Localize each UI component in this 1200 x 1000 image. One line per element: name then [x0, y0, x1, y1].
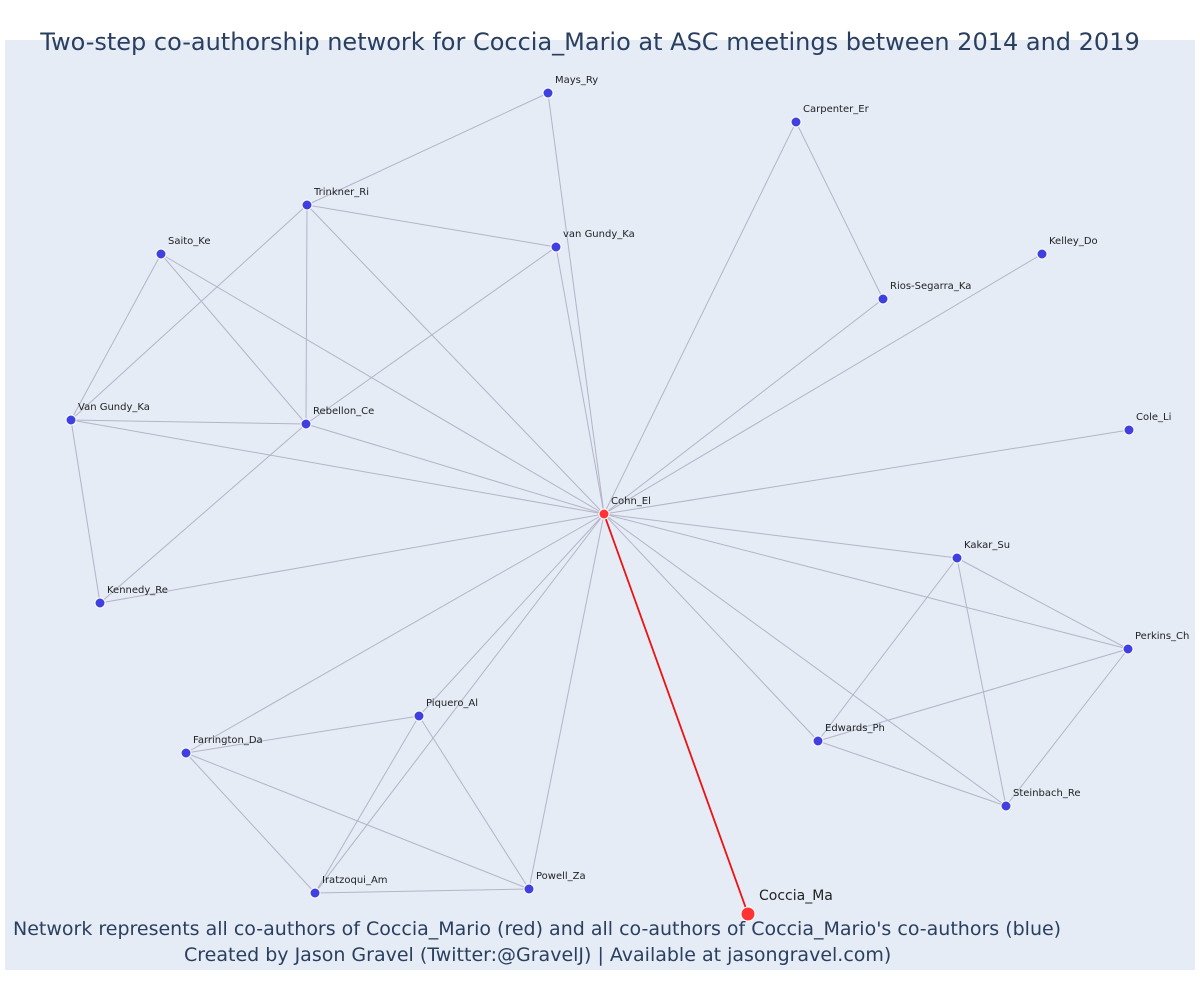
edge-trinkner-rebellon	[305, 204, 308, 425]
node-carpenter[interactable]	[790, 116, 802, 128]
node-label-perkins: Perkins_Ch	[1135, 631, 1189, 642]
node-piquero[interactable]	[413, 710, 425, 722]
edge-rebellon-kennedy	[99, 423, 307, 604]
node-label-cole: Cole_Li	[1136, 412, 1171, 423]
node-label-rios: Rios-Segarra_Ka	[890, 281, 971, 292]
node-kennedy[interactable]	[94, 597, 106, 609]
node-iratzoqui[interactable]	[309, 887, 321, 899]
edge-cohn-edwards	[603, 513, 819, 742]
node-label-mays: Mays_Ry	[555, 75, 598, 86]
node-vangundy_lower[interactable]	[550, 241, 562, 253]
edge-rebellon-vangundy_lower	[305, 246, 557, 425]
node-label-iratzoqui: Iratzoqui_Am	[322, 875, 388, 886]
node-label-coccia: Coccia_Ma	[759, 888, 833, 904]
nodes-layer	[65, 87, 1135, 922]
network-plot-area	[5, 40, 1195, 970]
node-label-kakar: Kakar_Su	[964, 540, 1010, 551]
edge-saito-vangundy_upper	[70, 253, 162, 421]
node-saito[interactable]	[155, 248, 167, 260]
edge-edwards-steinbach	[817, 740, 1007, 807]
edge-cohn-kennedy	[99, 513, 605, 604]
edge-saito-rebellon	[160, 253, 307, 425]
edge-piquero-powell	[418, 715, 530, 890]
node-label-trinkner: Trinkner_Ri	[313, 187, 369, 198]
node-mays[interactable]	[542, 87, 554, 99]
edge-kakar-perkins	[956, 557, 1129, 650]
node-perkins[interactable]	[1122, 643, 1134, 655]
node-rios[interactable]	[877, 293, 889, 305]
node-label-cohn: Cohn_El	[611, 496, 651, 507]
node-kakar[interactable]	[951, 552, 963, 564]
edge-cohn-vangundy_upper	[70, 419, 605, 515]
edge-cohn-rebellon	[305, 423, 605, 515]
edge-cohn-kelley	[603, 253, 1043, 515]
edge-cohn-vangundy_lower	[555, 246, 605, 515]
edge-farrington-iratzoqui	[185, 752, 316, 894]
edge-cohn-carpenter	[603, 121, 797, 515]
node-rebellon[interactable]	[300, 418, 312, 430]
edge-trinkner-vangundy_upper	[70, 204, 308, 421]
edge-carpenter-rios	[795, 121, 884, 300]
node-label-rebellon: Rebellon_Ce	[313, 406, 374, 417]
node-label-carpenter: Carpenter_Er	[803, 104, 870, 115]
node-kelley[interactable]	[1036, 248, 1048, 260]
edge-perkins-edwards	[817, 648, 1129, 742]
node-vangundy_upper[interactable]	[65, 414, 77, 426]
edge-iratzoqui-powell	[314, 888, 530, 894]
node-label-edwards: Edwards_Ph	[825, 723, 885, 734]
node-label-farrington: Farrington_Da	[193, 735, 263, 746]
edge-piquero-iratzoqui	[314, 715, 420, 894]
node-label-kelley: Kelley_Do	[1049, 236, 1098, 247]
node-label-powell: Powell_Za	[536, 871, 586, 882]
node-label-kennedy: Kennedy_Re	[107, 585, 168, 596]
edge-cohn-perkins	[603, 513, 1129, 650]
edges-layer	[70, 92, 1130, 915]
node-powell[interactable]	[523, 883, 535, 895]
edge-cohn-farrington	[185, 513, 605, 754]
edge-kakar-steinbach	[956, 557, 1007, 807]
edge-cohn-steinbach	[603, 513, 1007, 807]
node-label-piquero: Piquero_Al	[426, 698, 478, 709]
caption-credits: Created by Jason Gravel (Twitter:@Gravel…	[184, 944, 892, 966]
edge-vangundy_upper-kennedy	[70, 419, 101, 604]
edge-trinkner-vangundy_lower	[306, 204, 557, 248]
edge-vangundy_upper-rebellon	[70, 419, 307, 425]
edge-cohn-piquero	[418, 513, 605, 717]
node-trinkner[interactable]	[301, 199, 313, 211]
edge-cohn-rios	[603, 298, 884, 515]
node-edwards[interactable]	[812, 735, 824, 747]
node-farrington[interactable]	[180, 747, 192, 759]
node-coccia[interactable]	[740, 906, 756, 922]
edge-perkins-steinbach	[1005, 648, 1129, 807]
edge-farrington-piquero	[185, 715, 420, 754]
edge-cohn-iratzoqui	[314, 513, 605, 894]
node-label-vangundy_upper: Van Gundy_Ka	[78, 402, 150, 413]
edge-mays-trinkner	[306, 92, 549, 206]
node-steinbach[interactable]	[1000, 800, 1012, 812]
node-cole[interactable]	[1123, 424, 1135, 436]
edge-cohn-mays	[547, 92, 605, 515]
node-cohn[interactable]	[598, 508, 610, 520]
edge-cohn-saito	[160, 253, 605, 515]
node-label-saito: Saito_Ke	[168, 236, 211, 247]
node-label-steinbach: Steinbach_Re	[1013, 788, 1081, 799]
chart-title: Two-step co-authorship network for Cocci…	[40, 28, 1140, 56]
edge-kakar-edwards	[817, 557, 958, 742]
highlight-edge-cohn-coccia	[603, 513, 749, 915]
edge-cohn-powell	[528, 513, 605, 890]
edge-cohn-kakar	[603, 513, 958, 559]
caption-network-description: Network represents all co-authors of Coc…	[13, 918, 1062, 940]
edge-cohn-cole	[603, 429, 1130, 515]
edge-cohn-trinkner	[306, 204, 605, 515]
node-label-vangundy_lower: van Gundy_Ka	[563, 229, 635, 240]
